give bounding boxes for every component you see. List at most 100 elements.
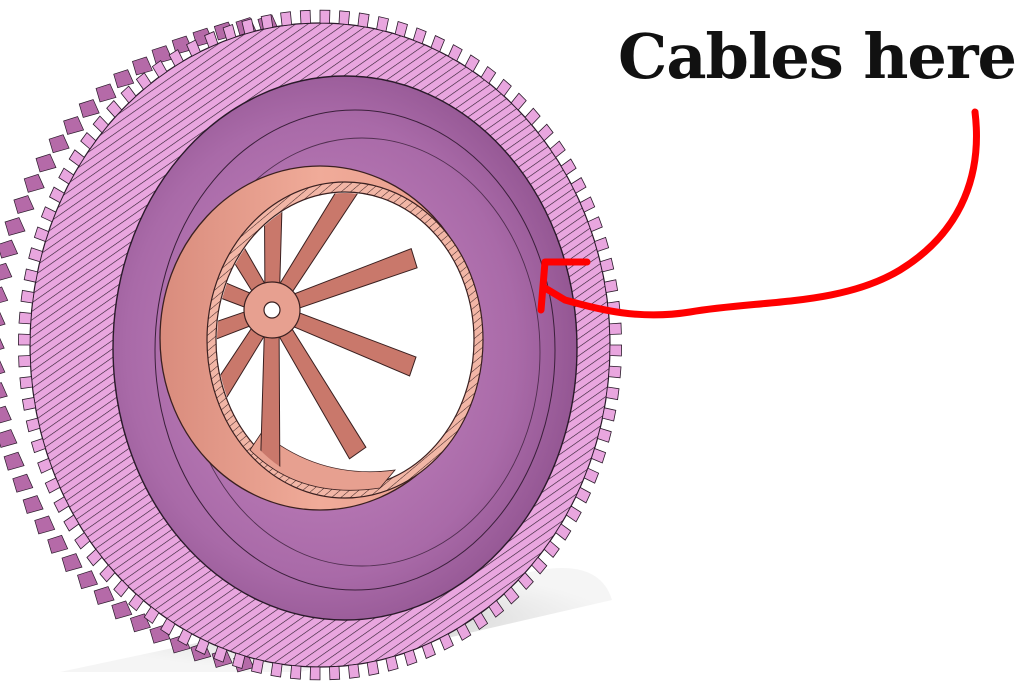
- tread-tooth: [25, 417, 41, 433]
- tread-tooth: [599, 257, 615, 273]
- tread-tooth: [33, 226, 50, 243]
- tread-tooth: [48, 186, 65, 204]
- tread-tooth: [80, 132, 97, 150]
- tread-tooth: [232, 652, 246, 670]
- tread-tooth: [92, 115, 109, 134]
- tread-tooth: [40, 206, 57, 223]
- back-tread-tooth: [113, 69, 135, 89]
- tread-tooth: [319, 9, 331, 24]
- tread-tooth: [74, 532, 91, 550]
- tread-tooth: [143, 606, 160, 624]
- back-tread-tooth: [22, 495, 44, 514]
- tread-tooth: [608, 365, 622, 379]
- tread-tooth: [120, 85, 137, 104]
- tread-tooth: [579, 196, 596, 213]
- tread-tooth: [503, 586, 520, 605]
- back-tread-tooth: [0, 262, 13, 281]
- back-tread-tooth: [131, 56, 153, 76]
- tread-tooth: [447, 44, 463, 62]
- tread-tooth: [168, 49, 184, 67]
- tread-tooth: [594, 236, 610, 253]
- tread-tooth: [30, 437, 46, 454]
- back-tread-tooth: [95, 83, 117, 103]
- back-tread-tooth: [13, 195, 35, 214]
- tread-tooth: [53, 496, 70, 513]
- tread-tooth: [106, 99, 123, 118]
- tread-tooth: [204, 31, 219, 49]
- tread-tooth: [565, 505, 582, 523]
- back-tread-tooth: [48, 134, 70, 154]
- back-tread-tooth: [12, 473, 34, 493]
- tread-tooth: [608, 322, 622, 335]
- tread-tooth: [37, 457, 53, 474]
- tread-tooth: [299, 9, 311, 25]
- tread-tooth: [570, 177, 587, 194]
- tread-tooth: [537, 123, 554, 142]
- tread-tooth: [590, 447, 607, 464]
- tread-tooth: [495, 78, 512, 97]
- back-tread-tooth: [0, 337, 5, 350]
- tread-tooth: [151, 60, 168, 78]
- tread-tooth: [194, 637, 210, 655]
- tread-tooth: [480, 66, 497, 84]
- tread-tooth: [128, 593, 145, 612]
- tread-tooth: [439, 633, 454, 651]
- rim-hub: [243, 281, 301, 339]
- tread-tooth: [329, 665, 341, 681]
- tread-tooth: [555, 523, 572, 541]
- rim-spokes: [217, 193, 418, 486]
- tread-tooth: [23, 268, 39, 283]
- back-tread-tooth: [0, 239, 19, 259]
- back-tread-tooth: [23, 173, 45, 193]
- tread-tooth: [44, 477, 61, 494]
- back-tread-tooth: [77, 570, 98, 590]
- tread-tooth: [394, 20, 408, 38]
- tread-tooth: [347, 663, 360, 679]
- tread-tooth: [222, 23, 237, 41]
- tread-tooth: [63, 514, 80, 532]
- tread-tooth: [270, 662, 283, 678]
- tread-tooth: [309, 666, 321, 681]
- tread-tooth: [135, 72, 152, 91]
- tread-tooth: [68, 149, 85, 167]
- back-tread-tooth: [0, 405, 12, 424]
- back-tread-tooth: [3, 451, 25, 471]
- tread-tooth: [113, 579, 130, 598]
- back-tread-tooth: [4, 217, 26, 236]
- back-tread-tooth: [0, 360, 6, 374]
- tread-tooth: [260, 14, 274, 30]
- tire-front-tread: [17, 9, 623, 681]
- tread-tooth: [430, 35, 446, 53]
- back-tread-tooth: [111, 600, 133, 620]
- back-tread-tooth: [47, 534, 69, 554]
- back-tread-tooth: [0, 429, 18, 448]
- back-tread-tooth: [93, 586, 115, 605]
- tread-tooth: [464, 54, 480, 73]
- tread-tooth: [583, 467, 600, 484]
- tread-tooth: [86, 548, 103, 567]
- tread-tooth: [524, 107, 541, 126]
- tread-tooth: [177, 628, 193, 646]
- tread-tooth: [488, 599, 505, 618]
- tread-tooth: [213, 645, 228, 663]
- annotation-label: Cables here: [618, 20, 1017, 93]
- tread-tooth: [385, 655, 399, 672]
- tread-tooth: [560, 158, 577, 176]
- back-tread-tooth: [63, 116, 85, 135]
- tread-tooth: [357, 12, 370, 28]
- tread-tooth: [472, 612, 489, 630]
- tread-tooth: [338, 10, 351, 26]
- tread-tooth: [99, 564, 116, 583]
- tread-tooth: [280, 11, 293, 27]
- tread-tooth: [18, 355, 32, 368]
- tread-tooth: [289, 664, 302, 680]
- back-tread-tooth: [0, 382, 8, 399]
- tread-tooth: [376, 16, 389, 32]
- tread-tooth: [241, 18, 255, 35]
- tread-tooth: [19, 376, 33, 390]
- tread-tooth: [186, 39, 201, 57]
- tread-tooth: [517, 572, 534, 591]
- tread-tooth: [366, 660, 380, 676]
- tread-tooth: [18, 311, 32, 325]
